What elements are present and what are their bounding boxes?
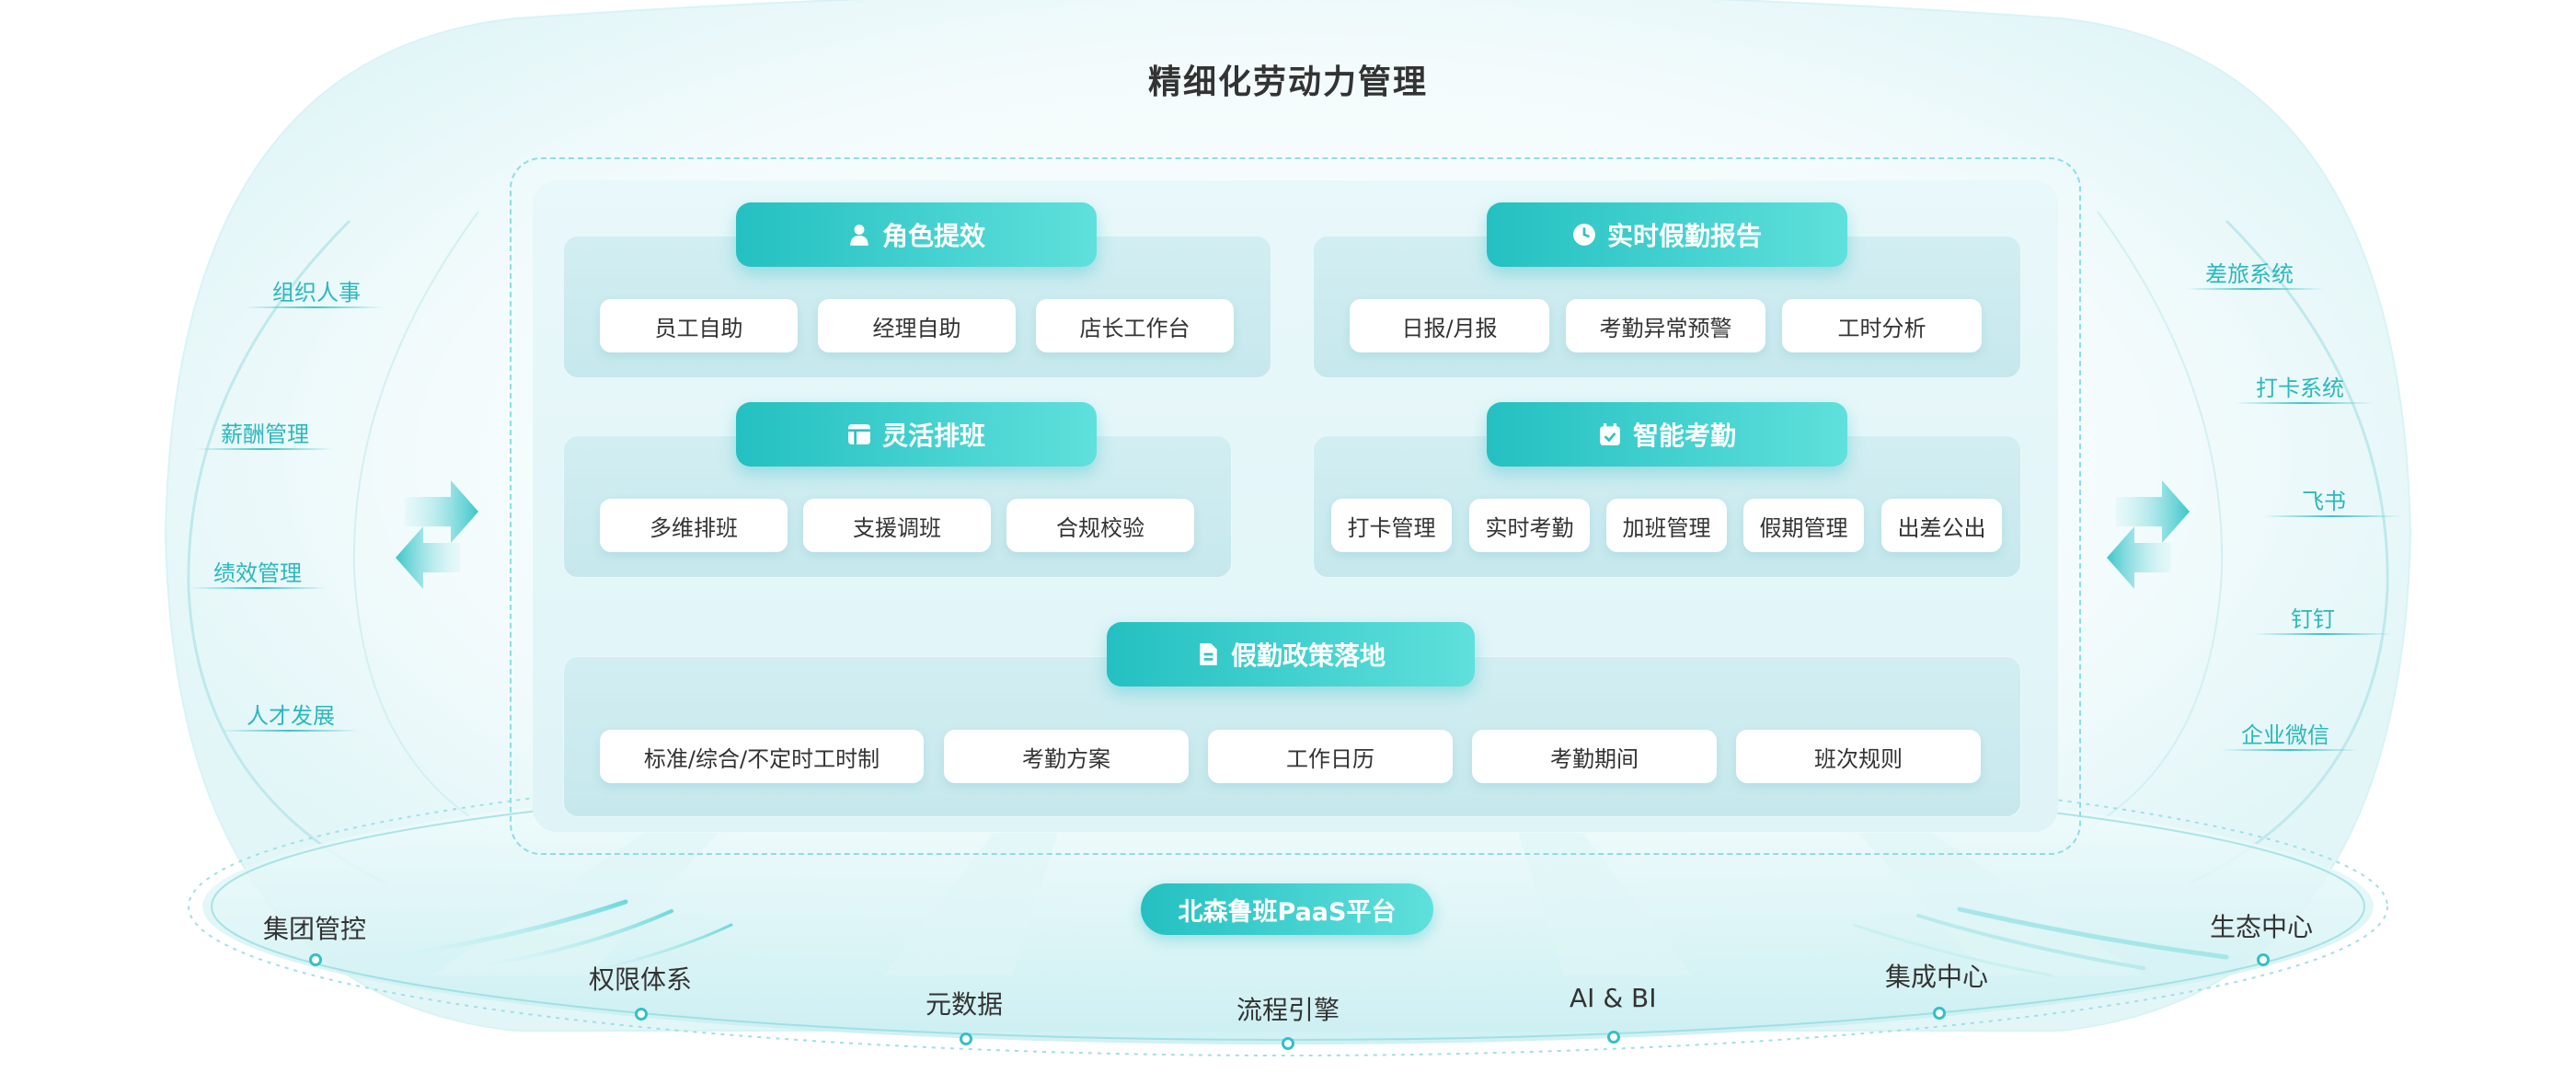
platform-node-dot [2257,953,2270,966]
attendance-item[interactable]: 出差公出 [1881,499,2002,552]
platform-node-label: 流程引擎 [1236,995,1340,1025]
schedule-header: 灵活排班 [736,402,1097,467]
role-item[interactable]: 经理自助 [818,299,1016,352]
platform-node-dot [1933,1007,1946,1020]
platform-node-dot [960,1033,972,1045]
left-system-underline [245,306,383,308]
platform-badge: 北森鲁班PaaS平台 [1141,883,1433,935]
platform-node-label: AI & BI [1570,983,1657,1013]
report-header-label: 实时假勤报告 [1606,221,1762,251]
policy-item[interactable]: 标准/综合/不定时工时制 [600,730,924,783]
schedule-item[interactable]: 多维排班 [600,499,788,552]
left-system-underline [221,730,359,732]
platform-node-label: 权限体系 [589,964,693,995]
attendance-item[interactable]: 实时考勤 [1469,499,1590,552]
left-system-label: 薪酬管理 [221,421,309,447]
policy-item[interactable]: 班次规则 [1736,730,1981,783]
page-title: 精细化劳动力管理 [1147,63,1428,101]
right-system-label: 飞书 [2302,489,2346,514]
role-header-label: 角色提效 [881,221,985,251]
platform-node-dot [309,953,322,966]
policy-header-label: 假勤政策落地 [1230,640,1386,671]
platform-node-dot [635,1008,648,1021]
layout-icon [848,424,870,444]
platform-node-label: 生态中心 [2210,912,2314,942]
report-item[interactable]: 日报/月报 [1350,299,1549,352]
right-system-underline [2186,288,2324,290]
report-item[interactable]: 工时分析 [1782,299,1982,352]
left-system-underline [190,587,328,589]
right-system-underline [2236,402,2374,404]
report-header: 实时假勤报告 [1487,202,1847,267]
platform-node-label: 集团管控 [263,914,367,944]
platform-node-dot [1282,1037,1294,1050]
schedule-item[interactable]: 合规校验 [1006,499,1194,552]
left-system-label: 人才发展 [247,703,335,729]
schedule-item[interactable]: 支援调班 [803,499,991,552]
role-item[interactable]: 员工自助 [600,299,798,352]
schedule-header-label: 灵活排班 [881,421,985,451]
document-icon [1200,643,1217,665]
left-system-label: 绩效管理 [213,560,302,586]
policy-item[interactable]: 考勤期间 [1472,730,1717,783]
report-item[interactable]: 考勤异常预警 [1566,299,1765,352]
role-item[interactable]: 店长工作台 [1036,299,1234,352]
attendance-item[interactable]: 加班管理 [1606,499,1727,552]
left-system-label: 组织人事 [272,280,361,306]
attendance-item[interactable]: 打卡管理 [1331,499,1452,552]
right-system-label: 企业微信 [2241,722,2329,748]
right-system-underline [2254,633,2392,635]
attendance-item[interactable]: 假期管理 [1743,499,1864,552]
policy-item[interactable]: 工作日历 [1208,730,1453,783]
policy-item[interactable]: 考勤方案 [944,730,1189,783]
right-system-label: 差旅系统 [2205,261,2294,287]
attendance-header: 智能考勤 [1487,402,1847,467]
right-system-underline [2263,515,2401,517]
right-system-label: 打卡系统 [2256,375,2344,401]
calendar-check-icon [1600,423,1620,445]
right-system-underline [2221,749,2359,751]
policy-header: 假勤政策落地 [1107,622,1475,686]
user-icon [850,225,868,246]
right-system-label: 钉钉 [2291,606,2335,632]
attendance-header-label: 智能考勤 [1632,421,1736,451]
platform-node-label: 元数据 [926,989,1004,1020]
dashed-frame [510,157,2081,855]
platform-node-dot [1607,1031,1620,1044]
platform-node-label: 集成中心 [1885,962,1989,992]
role-header: 角色提效 [736,202,1097,267]
clock-icon [1573,224,1595,246]
left-system-underline [195,448,333,450]
